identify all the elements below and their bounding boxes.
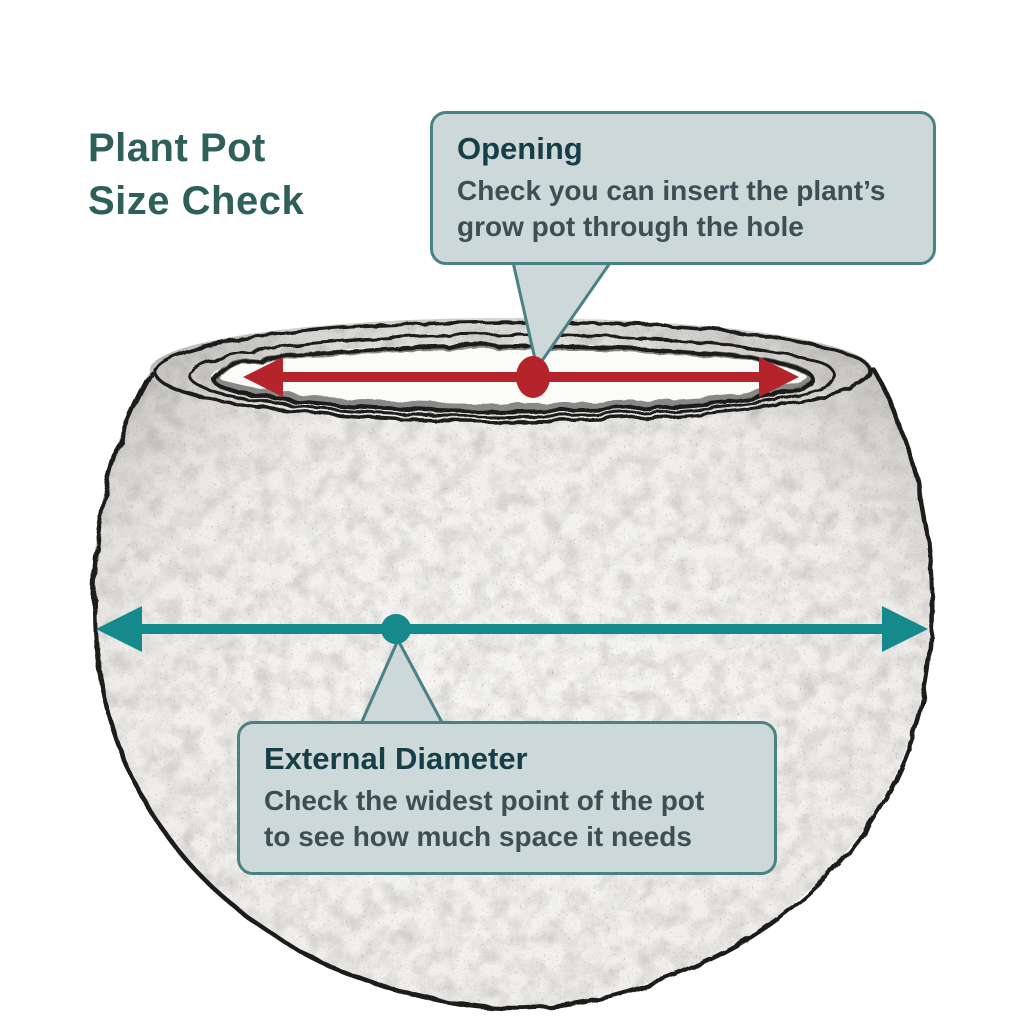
- callout-opening-body: Check you can insert the plant’s grow po…: [457, 174, 886, 242]
- page-title: Plant Pot Size Check: [88, 126, 305, 223]
- external-diameter-arrowhead-left: [96, 606, 142, 652]
- external-diameter-arrowhead-right: [882, 606, 928, 652]
- pot-texture: [92, 317, 931, 1007]
- callout-opening: Opening Check you can insert the plant’s…: [430, 111, 936, 266]
- callout-external-diameter-heading: External Diameter: [264, 741, 528, 776]
- callout-external-diameter-body: Check the widest point of the pot to see…: [264, 784, 705, 852]
- pot-outlines: [90, 318, 933, 1010]
- external-diameter-arrow: [96, 606, 928, 652]
- rim-lip-line: [186, 331, 836, 417]
- pot-sketch: [90, 317, 933, 1010]
- rim-outer-line: [151, 318, 871, 422]
- external-diameter-midpoint-dot: [381, 614, 411, 644]
- callout-external-diameter: External Diameter Check the widest point…: [237, 721, 777, 876]
- opening-midpoint-dot: [516, 356, 550, 398]
- callout-opening-heading: Opening: [457, 131, 583, 166]
- opening-arrowhead-left: [243, 357, 283, 397]
- opening-arrowhead-right: [759, 357, 799, 397]
